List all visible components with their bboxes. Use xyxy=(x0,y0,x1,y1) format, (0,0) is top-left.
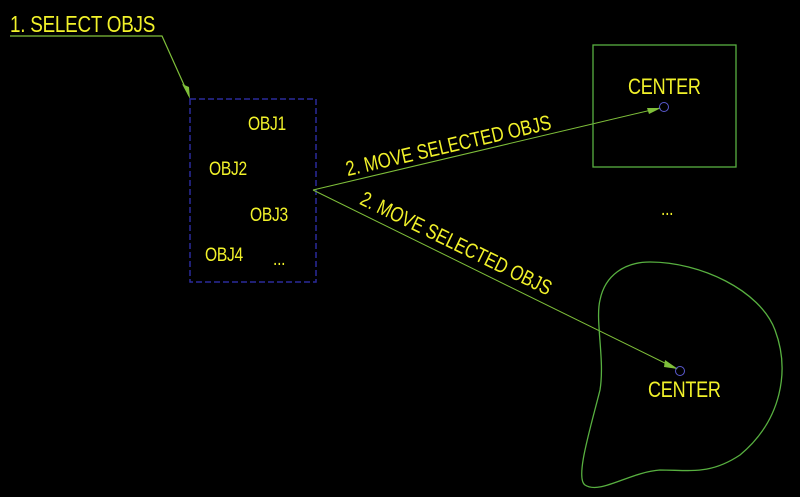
freeform-center-label: CENTER xyxy=(648,377,721,402)
object-label-3: OBJ3 xyxy=(250,205,288,226)
target-rectangle[interactable] xyxy=(592,44,737,168)
selection-box[interactable] xyxy=(189,98,317,283)
targets-ellipsis: ... xyxy=(661,199,674,220)
selection-ellipsis: ... xyxy=(273,249,286,270)
object-label-1: OBJ1 xyxy=(248,114,286,135)
freeform-center-marker[interactable] xyxy=(675,366,685,376)
rectangle-center-marker[interactable] xyxy=(659,102,669,112)
object-label-2: OBJ2 xyxy=(209,159,247,180)
object-label-4: OBJ4 xyxy=(205,245,243,266)
move-arrow-to-freeform xyxy=(312,189,678,370)
rectangle-center-label: CENTER xyxy=(628,74,701,99)
step1-leader-arrow xyxy=(10,35,190,99)
move-arrow-to-rectangle xyxy=(312,107,661,191)
step1-label: 1. SELECT OBJS xyxy=(10,11,156,37)
target-freeform[interactable] xyxy=(581,261,783,489)
